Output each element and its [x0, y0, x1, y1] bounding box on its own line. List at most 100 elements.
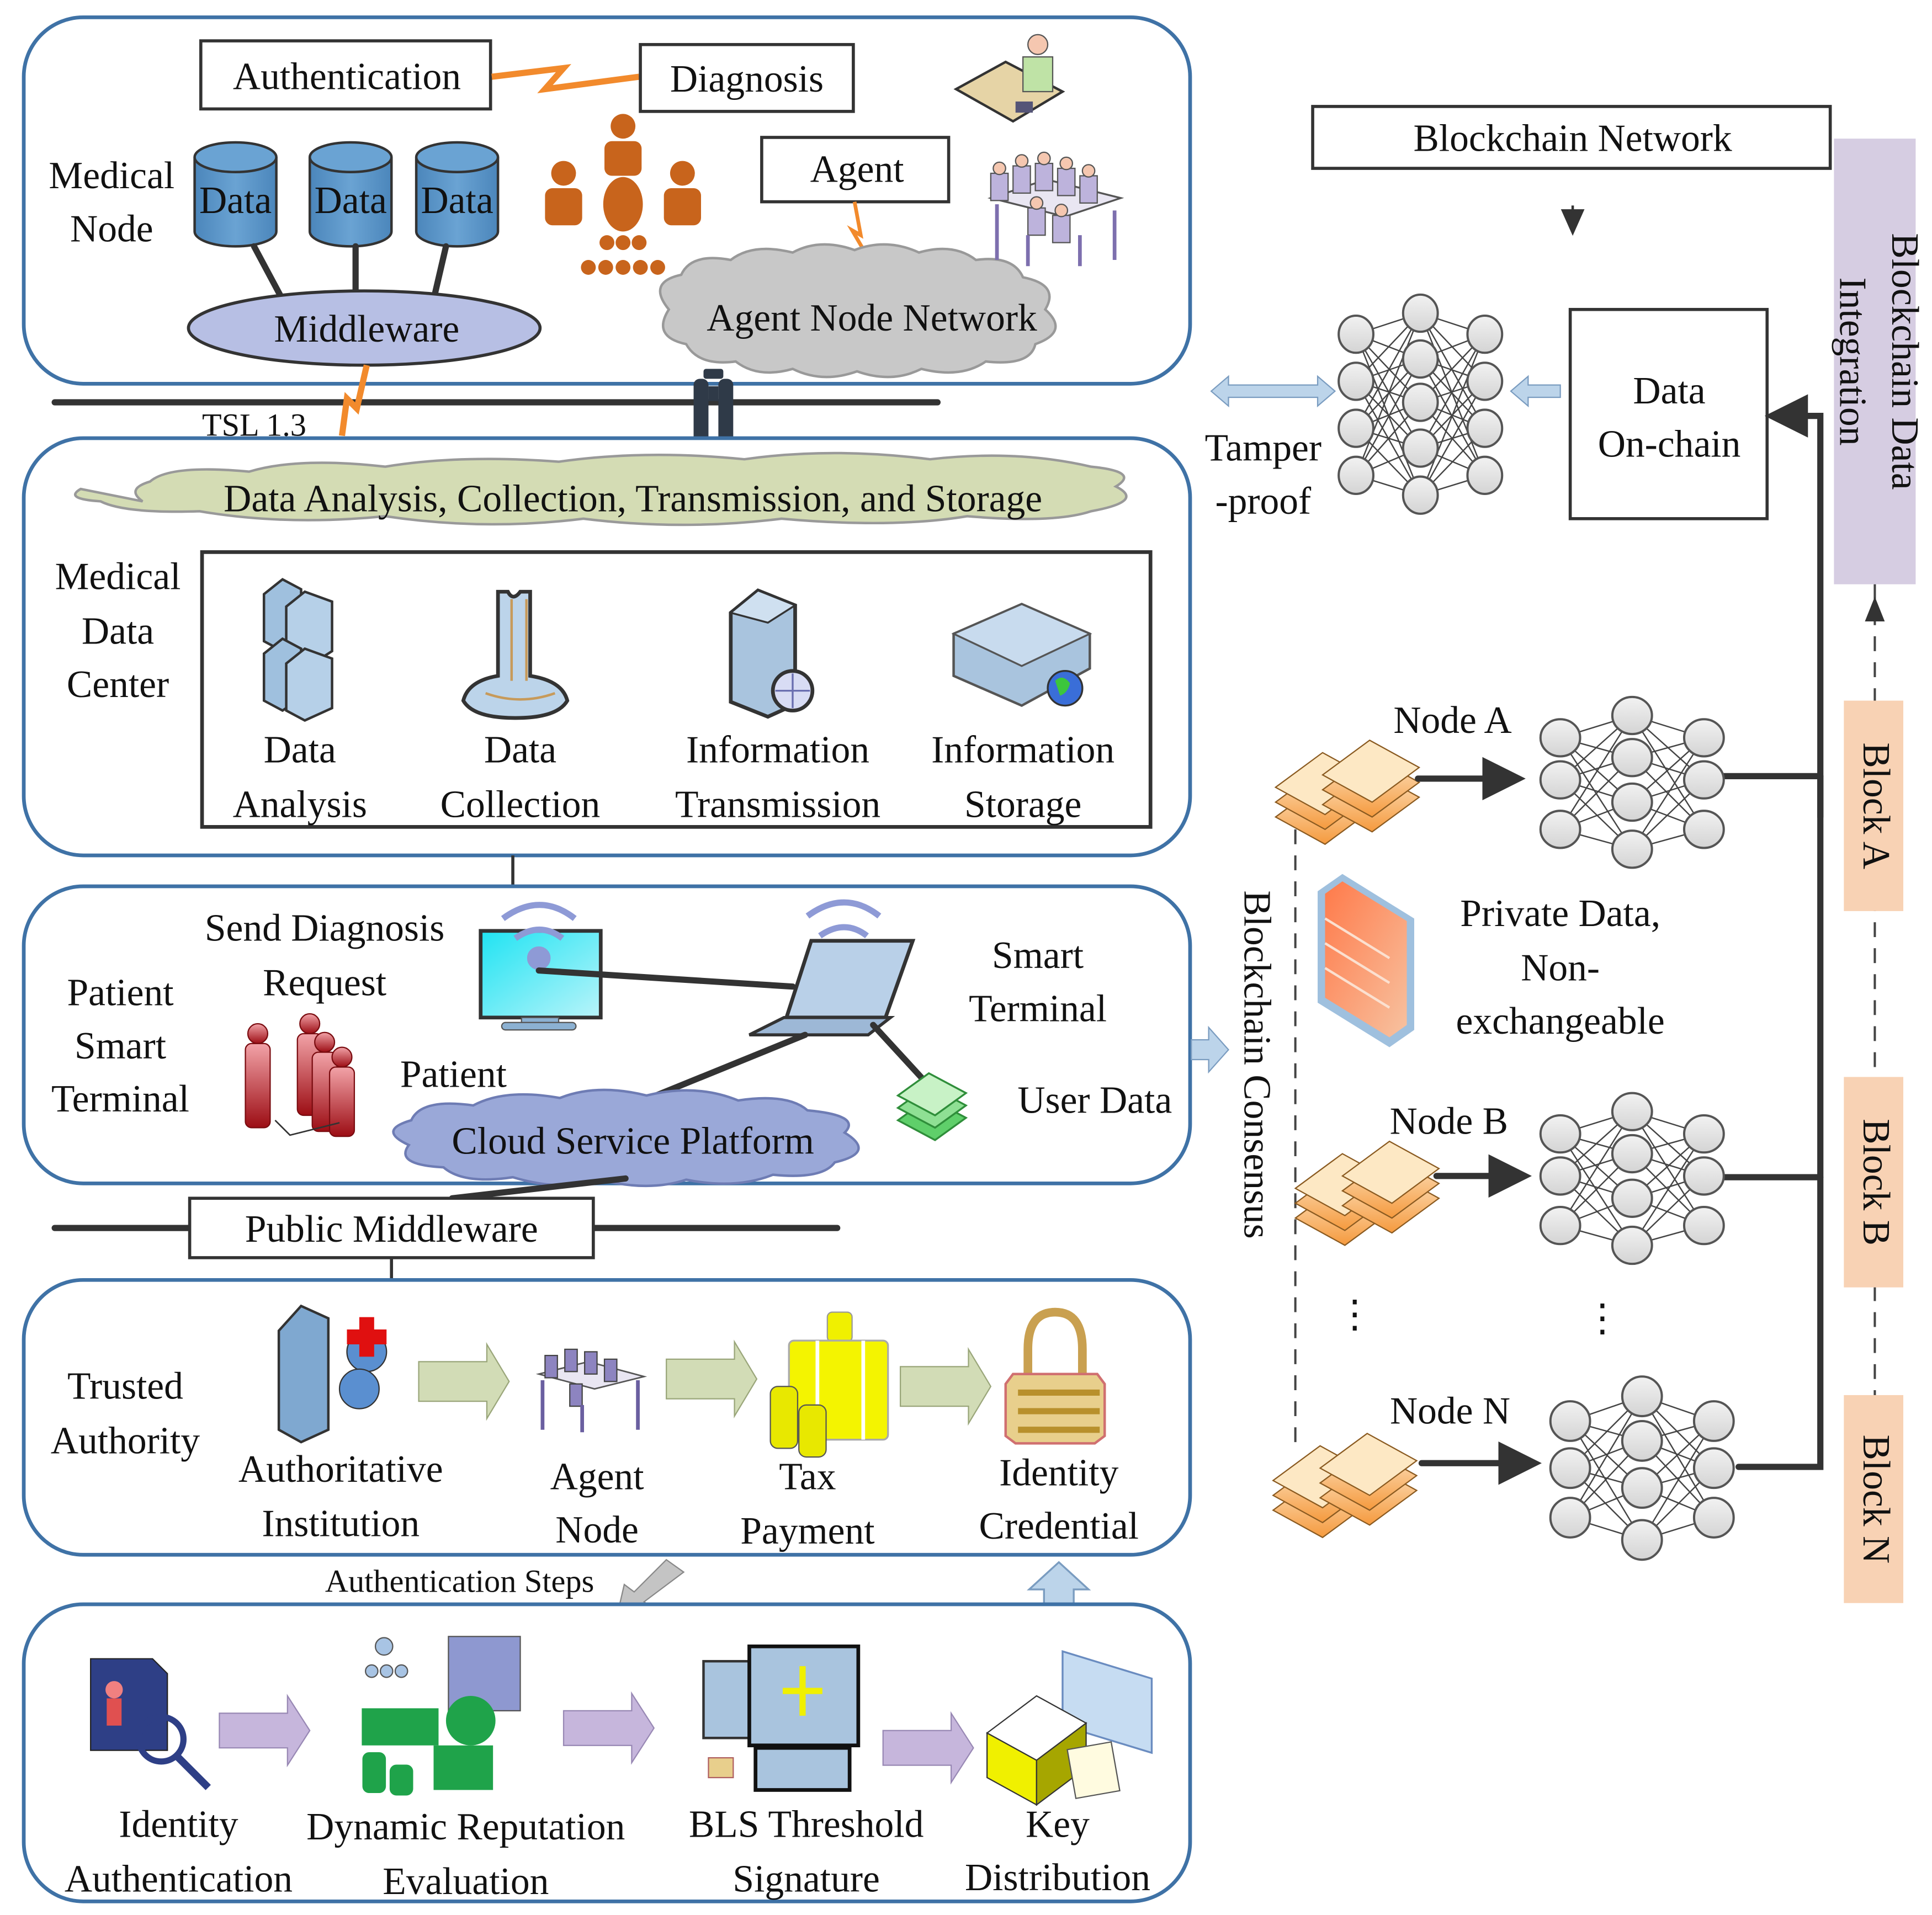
service-label-line-1: Data: [484, 729, 556, 772]
authentication-box[interactable]: Authentication: [199, 39, 492, 111]
step-label-line-1: BLS Threshold: [689, 1804, 923, 1846]
middleware-ellipse[interactable]: Middleware: [187, 289, 542, 367]
document-sheet: [1341, 1140, 1440, 1204]
cloud-service-platform[interactable]: Cloud Service Platform: [392, 1088, 860, 1188]
identity-search-icon: [90, 1658, 211, 1790]
laptop-icon[interactable]: [749, 939, 916, 1036]
service-data-analysis[interactable]: Data Analysis: [233, 578, 367, 826]
integration-label-line-2: Integration: [1832, 277, 1874, 445]
service-information-storage[interactable]: Information Storage: [931, 603, 1114, 826]
storage-server-icon: [951, 603, 1092, 708]
server-rack-icon: [262, 578, 333, 722]
nn-neuron: [1621, 1467, 1663, 1509]
nn-edge: [1420, 334, 1485, 496]
medical-data-center-panel: Data Analysis, Collection, Transmission,…: [22, 436, 1192, 858]
nn-neuron: [1539, 760, 1581, 800]
integration-bar: [1834, 139, 1916, 584]
panel-border: [22, 1602, 1192, 1903]
service-label-line-1: Information: [931, 729, 1114, 772]
step-identity-authentication[interactable]: Identity Authentication: [65, 1658, 293, 1901]
block-label: Block A: [1855, 742, 1897, 869]
medical-node-panel: Medical Node Authentication Diagnosis Da…: [22, 15, 1192, 386]
nn-neuron: [1402, 382, 1439, 422]
step-dynamic-reputation-evaluation[interactable]: Dynamic Reputation Evaluation: [306, 1636, 625, 1903]
block-b[interactable]: Block B: [1844, 1077, 1903, 1288]
trusted-authority-label-line-2: Authority: [51, 1419, 200, 1462]
step-authoritative-institution[interactable]: Authoritative Institution: [238, 1304, 443, 1545]
step-tax-payment[interactable]: Tax Payment: [740, 1311, 889, 1552]
step-label-line-1: Identity: [999, 1452, 1118, 1494]
block-label: Block N: [1855, 1435, 1897, 1564]
down-arrow-icon: [1561, 205, 1585, 236]
nn-edge: [1641, 1396, 1715, 1518]
right-arrow-icon: [1191, 1025, 1230, 1074]
data-processing-cloud[interactable]: Data Analysis, Collection, Transmission,…: [74, 451, 1128, 526]
medical-data-center-label-line-1: Medical: [55, 556, 181, 598]
user-data-documents-icon[interactable]: [896, 1072, 968, 1141]
step-label-line-2: Credential: [979, 1505, 1139, 1547]
nn-edge: [1420, 381, 1485, 496]
block-a[interactable]: Block A: [1844, 700, 1903, 911]
tamper-proof-line-2: -proof: [1215, 480, 1312, 523]
patient-terminal-label-line-1: Patient: [67, 971, 173, 1014]
database-icon-1[interactable]: Data: [193, 141, 278, 248]
authentication-label: Authentication: [233, 55, 461, 98]
laptop-userdata-link: [870, 1022, 932, 1089]
node-a-documents-icon[interactable]: [1274, 740, 1421, 845]
step-key-distribution[interactable]: Key Distribution: [965, 1650, 1153, 1899]
private-data-line-3: exchangeable: [1456, 1000, 1665, 1042]
nn-edge: [1631, 715, 1705, 830]
public-middleware-box[interactable]: Public Middleware: [188, 1196, 595, 1259]
diagnosis-box[interactable]: Diagnosis: [639, 42, 855, 113]
step-label-line-1: Agent: [550, 1455, 644, 1498]
step-label-line-1: Tax: [779, 1455, 836, 1498]
database-icon-2[interactable]: Data: [308, 141, 393, 248]
nn-edge: [1355, 312, 1421, 429]
nn-neuron: [1337, 314, 1374, 354]
node-b-documents-icon[interactable]: [1294, 1140, 1440, 1246]
database-icon-3[interactable]: Data: [415, 141, 500, 248]
flow-arrow-icon: [219, 1694, 311, 1768]
meeting-group-icon: [987, 151, 1124, 267]
nn-edge: [1559, 715, 1633, 830]
step-agent-node[interactable]: Agent Node: [535, 1348, 647, 1551]
service-data-collection[interactable]: Data Collection: [440, 589, 601, 826]
service-label-line-2: Storage: [964, 783, 1081, 826]
nn-neuron: [1539, 1156, 1581, 1196]
lightning-link-icon: [491, 64, 640, 94]
step-identity-credential[interactable]: Identity Credential: [979, 1307, 1139, 1547]
medical-data-center-label-line-2: Data: [82, 610, 154, 652]
web-server-icon: [729, 588, 815, 719]
agent-node-network-cloud[interactable]: Agent Node Network: [659, 243, 1057, 379]
nn-neuron: [1682, 1156, 1725, 1196]
service-information-transmission[interactable]: Information Transmission: [675, 588, 880, 826]
data-on-chain-box[interactable]: Data On-chain: [1568, 307, 1769, 520]
firewall-icon: [1318, 874, 1414, 1047]
left-arrow-icon: [1510, 375, 1561, 408]
return-to-chain-line: [1764, 394, 1824, 821]
wifi-signal-icon: [501, 902, 577, 970]
nn-edge: [1631, 1111, 1705, 1226]
bidirectional-arrow-icon: [1210, 375, 1336, 408]
step-label-line-2: Authentication: [65, 1858, 293, 1900]
step-label-line-1: Key: [1026, 1804, 1090, 1846]
database-label: Data: [421, 179, 493, 222]
service-label-line-2: Collection: [440, 783, 601, 826]
doctor-desk-icon: [953, 34, 1065, 123]
data-on-chain-line-2: On-chain: [1598, 423, 1741, 466]
nn-neuron: [1539, 810, 1581, 849]
node-n-documents-icon[interactable]: [1272, 1433, 1418, 1539]
blockchain-network-box[interactable]: Blockchain Network: [1311, 105, 1832, 170]
nn-edge: [1631, 1133, 1705, 1246]
step-label-line-2: Distribution: [965, 1857, 1150, 1899]
key-distribution-icon: [986, 1650, 1153, 1806]
agent-label: Agent: [810, 148, 904, 191]
monitor-icon[interactable]: [479, 929, 603, 1031]
private-data-line-1: Private Data,: [1460, 892, 1660, 935]
block-n[interactable]: Block N: [1844, 1395, 1903, 1603]
agent-box[interactable]: Agent: [760, 136, 951, 204]
database-label: Data: [199, 179, 272, 222]
step-bls-threshold-signature[interactable]: BLS Threshold Signature: [689, 1644, 923, 1900]
cloud-service-label: Cloud Service Platform: [452, 1120, 814, 1163]
